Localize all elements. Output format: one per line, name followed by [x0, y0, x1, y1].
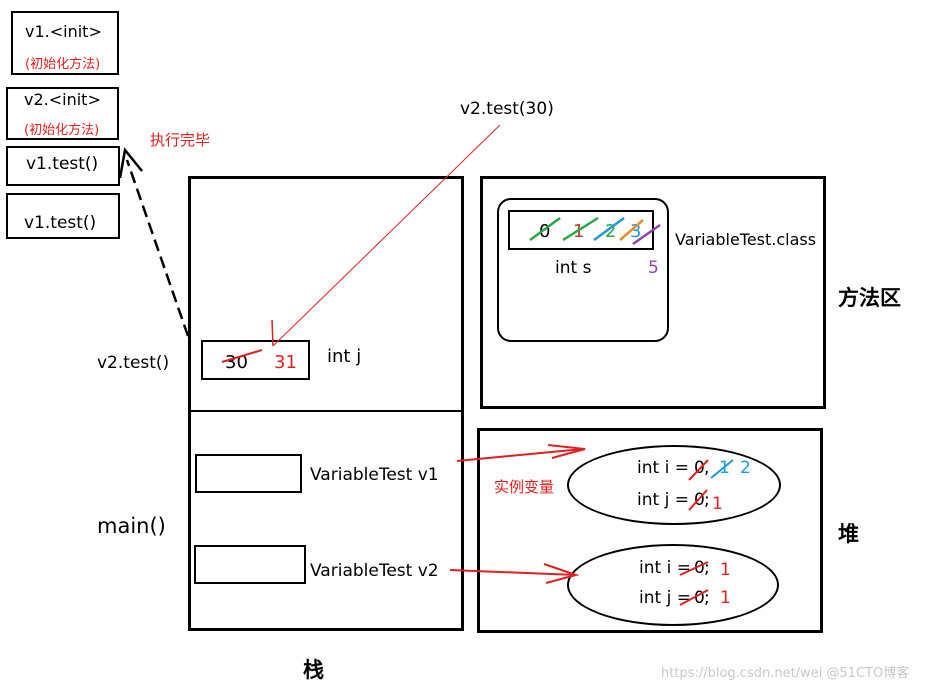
call-stack-item-v1-init: v1.<init> (初始化方法) — [11, 11, 119, 75]
call-stack-note: (初始化方法) — [25, 57, 101, 72]
watermark: https://blog.csdn.net/wei @51CTO博客 — [661, 666, 910, 681]
obj1-i-label: int i = — [637, 458, 689, 478]
v1-reference-arrow — [456, 448, 584, 462]
method-area — [480, 176, 826, 409]
frame-main-label: main() — [97, 514, 166, 538]
class-name: VariableTest.class — [675, 230, 817, 249]
obj1-j-new: 1 — [712, 494, 723, 514]
ref-v2-slot — [194, 545, 306, 584]
call-stack-item-v1-test-2: v1.test() — [6, 193, 120, 239]
var-j-name: int j — [327, 346, 362, 367]
strike-obj2-i-old — [679, 561, 709, 576]
strike-obj1-j-old — [688, 489, 708, 511]
call-stack-method: v1.test() — [24, 213, 97, 233]
call-line-tip — [271, 319, 274, 347]
call-stack-item-v2-init: v2.<init> (初始化方法) — [6, 87, 119, 140]
call-stack-item-v1-test-1: v1.test() — [6, 146, 120, 186]
obj1-j-old: 0 — [694, 490, 705, 510]
var-s-name: int s — [555, 258, 592, 278]
strike-obj1-i-old — [688, 459, 709, 481]
s-value-2: 2 — [605, 221, 617, 242]
strike-s-0 — [529, 216, 561, 242]
s-value-0: 0 — [539, 221, 551, 242]
ref-v1-slot — [195, 454, 302, 493]
v1-arrow-head — [547, 444, 586, 459]
object-v2 — [567, 544, 779, 626]
v2-arrow-head — [543, 563, 580, 584]
ref-v1-label: VariableTest v1 — [310, 465, 439, 485]
return-arrow-head — [118, 147, 143, 179]
call-stack-method: v2.<init> — [24, 90, 101, 109]
call-stack-note: (初始化方法) — [24, 123, 100, 138]
strike-s-3a — [619, 219, 644, 241]
finished-annotation: 执行完毕 — [150, 131, 211, 149]
strike-obj1-i-mid — [710, 459, 734, 479]
strike-s-1 — [562, 216, 599, 242]
call-stack-method: v1.<init> — [25, 22, 102, 41]
obj2-i-new: 1 — [720, 560, 731, 580]
call-line — [272, 124, 501, 347]
frame-v2-test-label: v2.test() — [97, 353, 170, 373]
strike-s-3b — [632, 223, 661, 246]
obj2-j-old: 0 — [694, 588, 705, 608]
obj1-j-label: int j = — [637, 490, 689, 510]
obj1-i-new: 2 — [740, 458, 751, 478]
s-final-value: 5 — [648, 258, 659, 278]
ref-v2-label: VariableTest v2 — [310, 561, 439, 581]
obj2-j-label: int j = — [639, 588, 691, 608]
heap-label: 堆 — [838, 522, 859, 546]
variable-j-slot: 30 31 — [201, 340, 310, 380]
method-area-label: 方法区 — [838, 286, 901, 310]
object-v1 — [567, 445, 781, 525]
strike-obj2-j-old — [679, 589, 709, 606]
instance-var-annotation: 实例变量 — [494, 478, 555, 496]
j-new-value: 31 — [274, 352, 297, 373]
strike-s-2 — [593, 216, 625, 242]
heap-area — [477, 428, 823, 633]
obj2-i-label: int i = — [639, 558, 691, 578]
j-old-value: 30 — [225, 352, 248, 373]
obj2-i-old: 0 — [694, 558, 705, 578]
call-stack-method: v1.test() — [26, 154, 99, 174]
stack-frame-divider — [188, 410, 464, 412]
v2-reference-arrow — [449, 569, 577, 576]
return-arrow-line — [125, 159, 190, 337]
call-annotation: v2.test(30) — [460, 99, 554, 119]
strike-30 — [221, 349, 263, 363]
class-block — [497, 198, 669, 342]
stack-label: 栈 — [303, 658, 324, 682]
obj2-j-new: 1 — [720, 588, 731, 608]
stack-area — [188, 176, 464, 631]
s-value-3: 3 — [630, 221, 642, 242]
